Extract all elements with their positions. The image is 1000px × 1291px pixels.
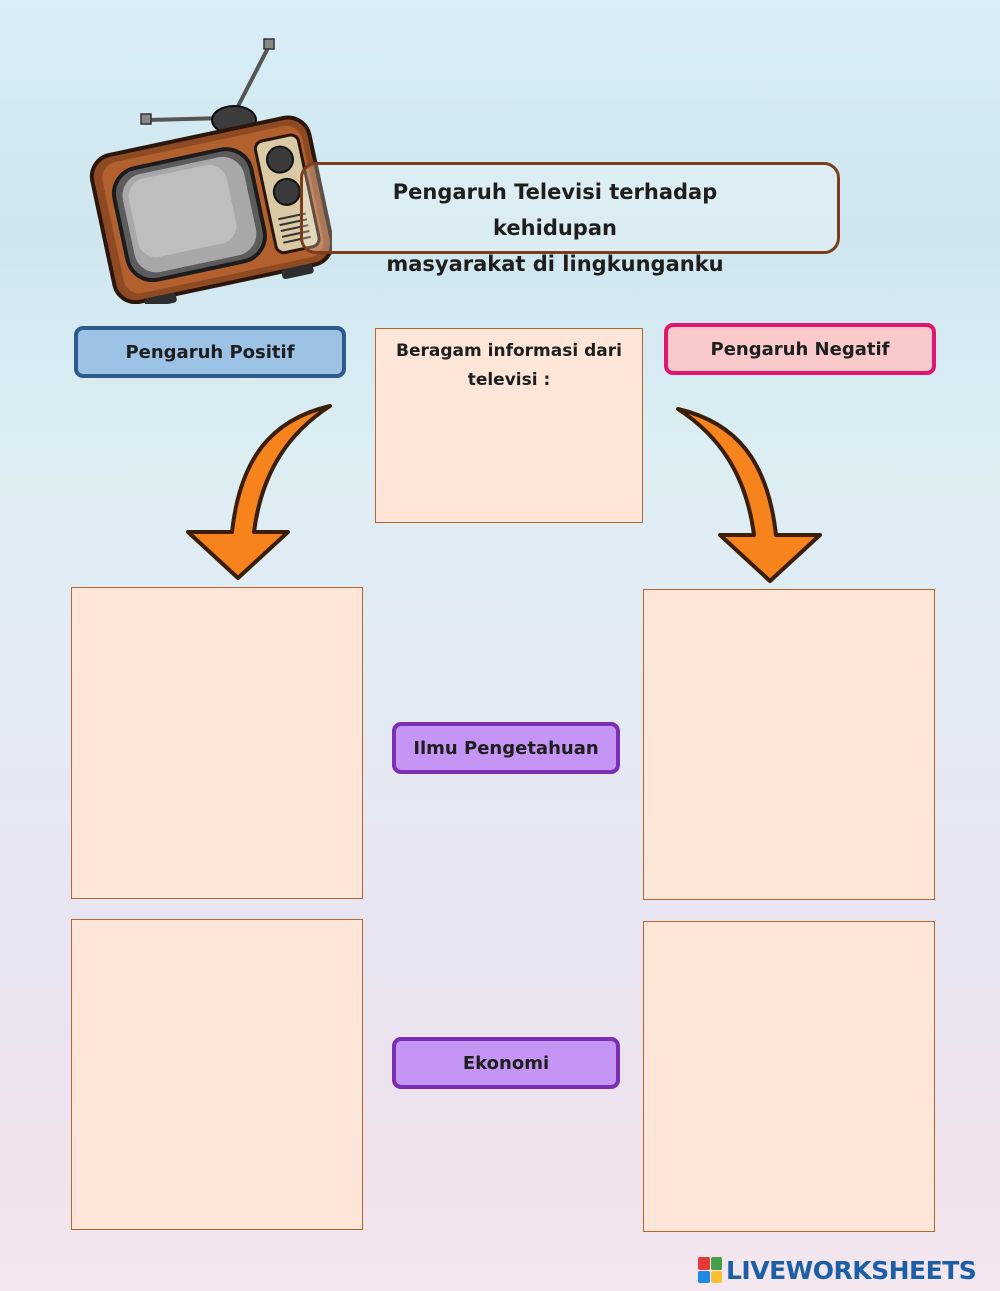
logo-text: LIVEWORKSHEETS bbox=[726, 1255, 977, 1285]
title-line-2: masyarakat di lingkunganku bbox=[386, 252, 724, 276]
logo-icon bbox=[698, 1257, 722, 1283]
liveworksheets-logo: LIVEWORKSHEETS bbox=[698, 1255, 977, 1285]
info-prompt: Beragam informasi dari televisi : bbox=[385, 337, 633, 395]
knowledge-label: Ilmu Pengetahuan bbox=[392, 722, 620, 774]
arrow-right-icon bbox=[676, 407, 822, 583]
page-title: Pengaruh Televisi terhadap kehidupan mas… bbox=[330, 174, 780, 282]
negative-knowledge-box[interactable] bbox=[643, 589, 935, 900]
positive-label: Pengaruh Positif bbox=[74, 326, 346, 378]
title-line-1: Pengaruh Televisi terhadap kehidupan bbox=[392, 180, 718, 240]
title-box bbox=[300, 162, 840, 254]
economy-label: Ekonomi bbox=[392, 1037, 620, 1089]
arrow-left-icon bbox=[186, 404, 332, 580]
negative-label: Pengaruh Negatif bbox=[664, 323, 936, 375]
positive-knowledge-box[interactable] bbox=[71, 587, 363, 899]
info-answer-box[interactable] bbox=[375, 328, 643, 523]
tv-icon bbox=[89, 38, 332, 304]
negative-economy-box[interactable] bbox=[643, 921, 935, 1232]
positive-economy-box[interactable] bbox=[71, 919, 363, 1230]
info-prompt-line-1: Beragam informasi dari bbox=[396, 341, 622, 361]
info-prompt-line-2: televisi : bbox=[467, 370, 551, 390]
